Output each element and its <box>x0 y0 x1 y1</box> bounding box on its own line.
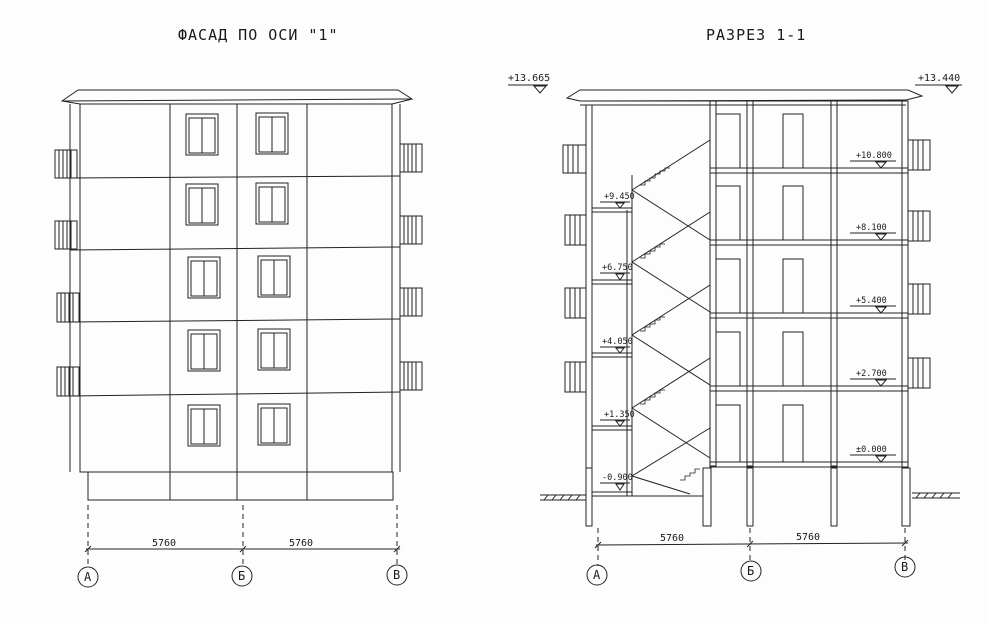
facade-axis-v-bubble <box>386 564 408 586</box>
facade-axis-a-label: А <box>84 570 92 584</box>
section-balconies-right <box>907 139 931 389</box>
facade-windows <box>185 112 291 447</box>
section-axis-lines <box>597 528 906 566</box>
section-level-markers <box>508 84 962 491</box>
section-stair-level-4: +1.350 <box>604 410 635 420</box>
facade-dim-2: 5760 <box>289 538 313 549</box>
section-floor-level-1: ±0.000 <box>856 445 887 455</box>
section-doors <box>715 113 804 463</box>
section-axis-v-bubble <box>894 556 916 578</box>
section-floor-level-5: +10.800 <box>856 151 892 161</box>
section-floor-level-4: +8.100 <box>856 223 887 233</box>
facade-roof <box>60 89 414 105</box>
facade-axis-b-bubble <box>231 565 253 587</box>
section-level-top-left: +13.665 <box>508 73 550 84</box>
section-floor-level-2: +2.700 <box>856 369 887 379</box>
section-dim-1: 5760 <box>660 533 684 544</box>
section-dimension-line <box>595 542 909 546</box>
facade-dim-1: 5760 <box>152 538 176 549</box>
facade-wall <box>79 103 393 473</box>
facade-balconies-left <box>54 149 80 397</box>
section-title: РАЗРЕЗ 1-1 <box>706 26 807 44</box>
section-stairs <box>626 139 711 496</box>
facade-balconies-right <box>399 143 423 391</box>
section-stair-level-3: +4.050 <box>602 337 633 347</box>
section-stair-level-2: +6.750 <box>602 263 633 273</box>
section-stair-level-5: -0.900 <box>602 473 633 483</box>
section-axis-b-label: Б <box>747 564 754 578</box>
section-axis-v-label: В <box>901 560 908 574</box>
section-dim-2: 5760 <box>796 532 820 543</box>
facade-axis-lines <box>87 505 398 566</box>
section-floor-level-3: +5.400 <box>856 296 887 306</box>
section-drawing <box>508 84 962 586</box>
section-level-top-right: +13.440 <box>918 73 960 84</box>
facade-axis-v-label: В <box>393 568 400 582</box>
section-axis-a-bubble <box>586 564 608 586</box>
section-axis-a-label: А <box>593 568 601 582</box>
facade-plinth <box>87 471 394 501</box>
section-stair-level-1: +9.450 <box>604 192 635 202</box>
facade-axis-a-bubble <box>77 566 99 588</box>
section-roof <box>565 89 924 102</box>
facade-axis-b-label: Б <box>238 569 245 583</box>
section-ground <box>540 492 960 501</box>
section-axis-b-bubble <box>740 560 762 582</box>
facade-drawing <box>54 89 423 588</box>
section-balconies-left <box>562 144 587 393</box>
section-stair-treads <box>640 167 700 481</box>
facade-title: ФАСАД ПО ОСИ "1" <box>178 26 339 44</box>
